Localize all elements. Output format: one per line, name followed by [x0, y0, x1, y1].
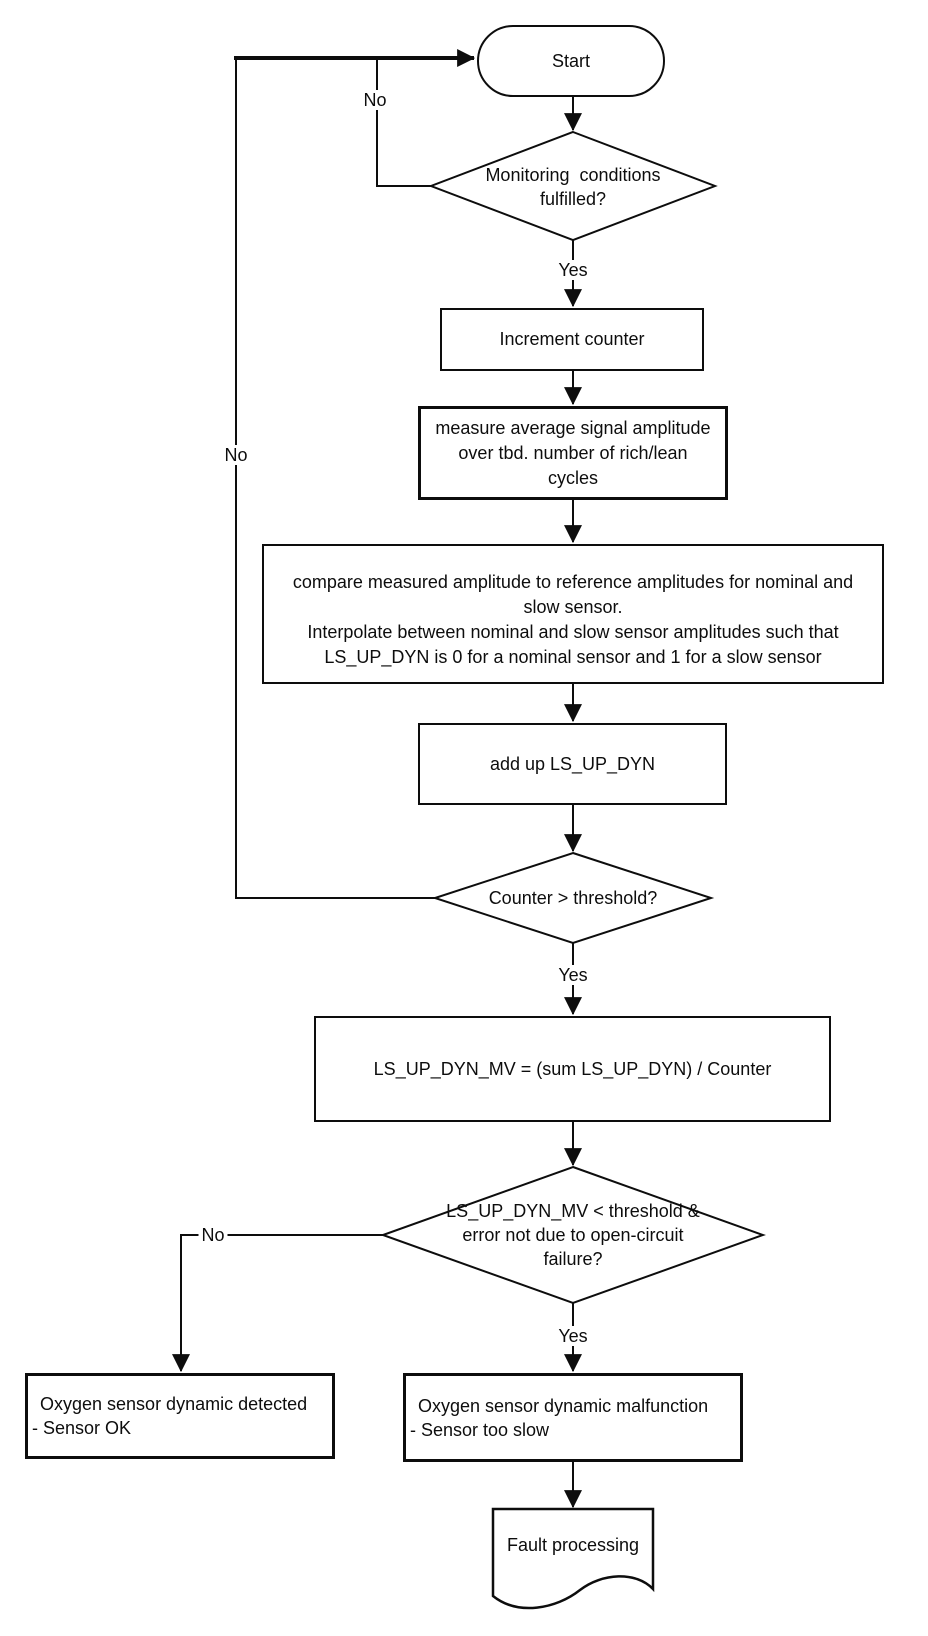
- edge-monitoring-no-return: [376, 58, 431, 187]
- addup-ls-up-dyn-label: add up LS_UP_DYN: [489, 753, 656, 774]
- counter-decision-diamond: [431, 851, 715, 945]
- mv-calc-label: LS_UP_DYN_MV = (sum LS_UP_DYN) / Counter: [373, 1058, 772, 1079]
- increment-counter-box: Increment counter: [440, 308, 704, 371]
- addup-ls-up-dyn-box: add up LS_UP_DYN: [418, 723, 727, 805]
- monitoring-decision-diamond: [428, 130, 718, 242]
- sensor-ok-label: Oxygen sensor dynamic detected - Sensor …: [32, 1394, 308, 1438]
- sensor-slow-box: Oxygen sensor dynamic malfunction - Sens…: [403, 1373, 743, 1462]
- label-yes-counter: Yes: [555, 965, 591, 985]
- increment-counter-label: Increment counter: [499, 329, 645, 349]
- measure-amplitude-box: measure average signal amplitude over tb…: [418, 406, 728, 500]
- label-no-mv: No: [198, 1225, 228, 1245]
- fault-processing-document-shape: [491, 1507, 655, 1610]
- label-yes-mv: Yes: [555, 1326, 591, 1346]
- measure-amplitude-label: measure average signal amplitude over tb…: [435, 417, 711, 488]
- compare-amplitude-box: compare measured amplitude to reference …: [262, 544, 884, 684]
- label-no-monitoring: No: [360, 90, 390, 110]
- compare-amplitude-label: compare measured amplitude to reference …: [292, 572, 854, 667]
- sensor-slow-label: Oxygen sensor dynamic malfunction - Sens…: [410, 1395, 709, 1440]
- mv-decision-diamond: [380, 1165, 766, 1305]
- edge-mv-no-to-sensor-ok: [172, 1234, 383, 1373]
- label-no-counter: No: [221, 445, 251, 465]
- edge-counter-no-return: [235, 58, 435, 899]
- sensor-ok-box: Oxygen sensor dynamic detected - Sensor …: [25, 1373, 335, 1459]
- mv-calc-box: LS_UP_DYN_MV = (sum LS_UP_DYN) / Counter: [314, 1016, 831, 1122]
- label-yes-monitoring: Yes: [555, 260, 591, 280]
- start-node: Start: [477, 25, 665, 97]
- start-node-label: Start: [551, 50, 590, 71]
